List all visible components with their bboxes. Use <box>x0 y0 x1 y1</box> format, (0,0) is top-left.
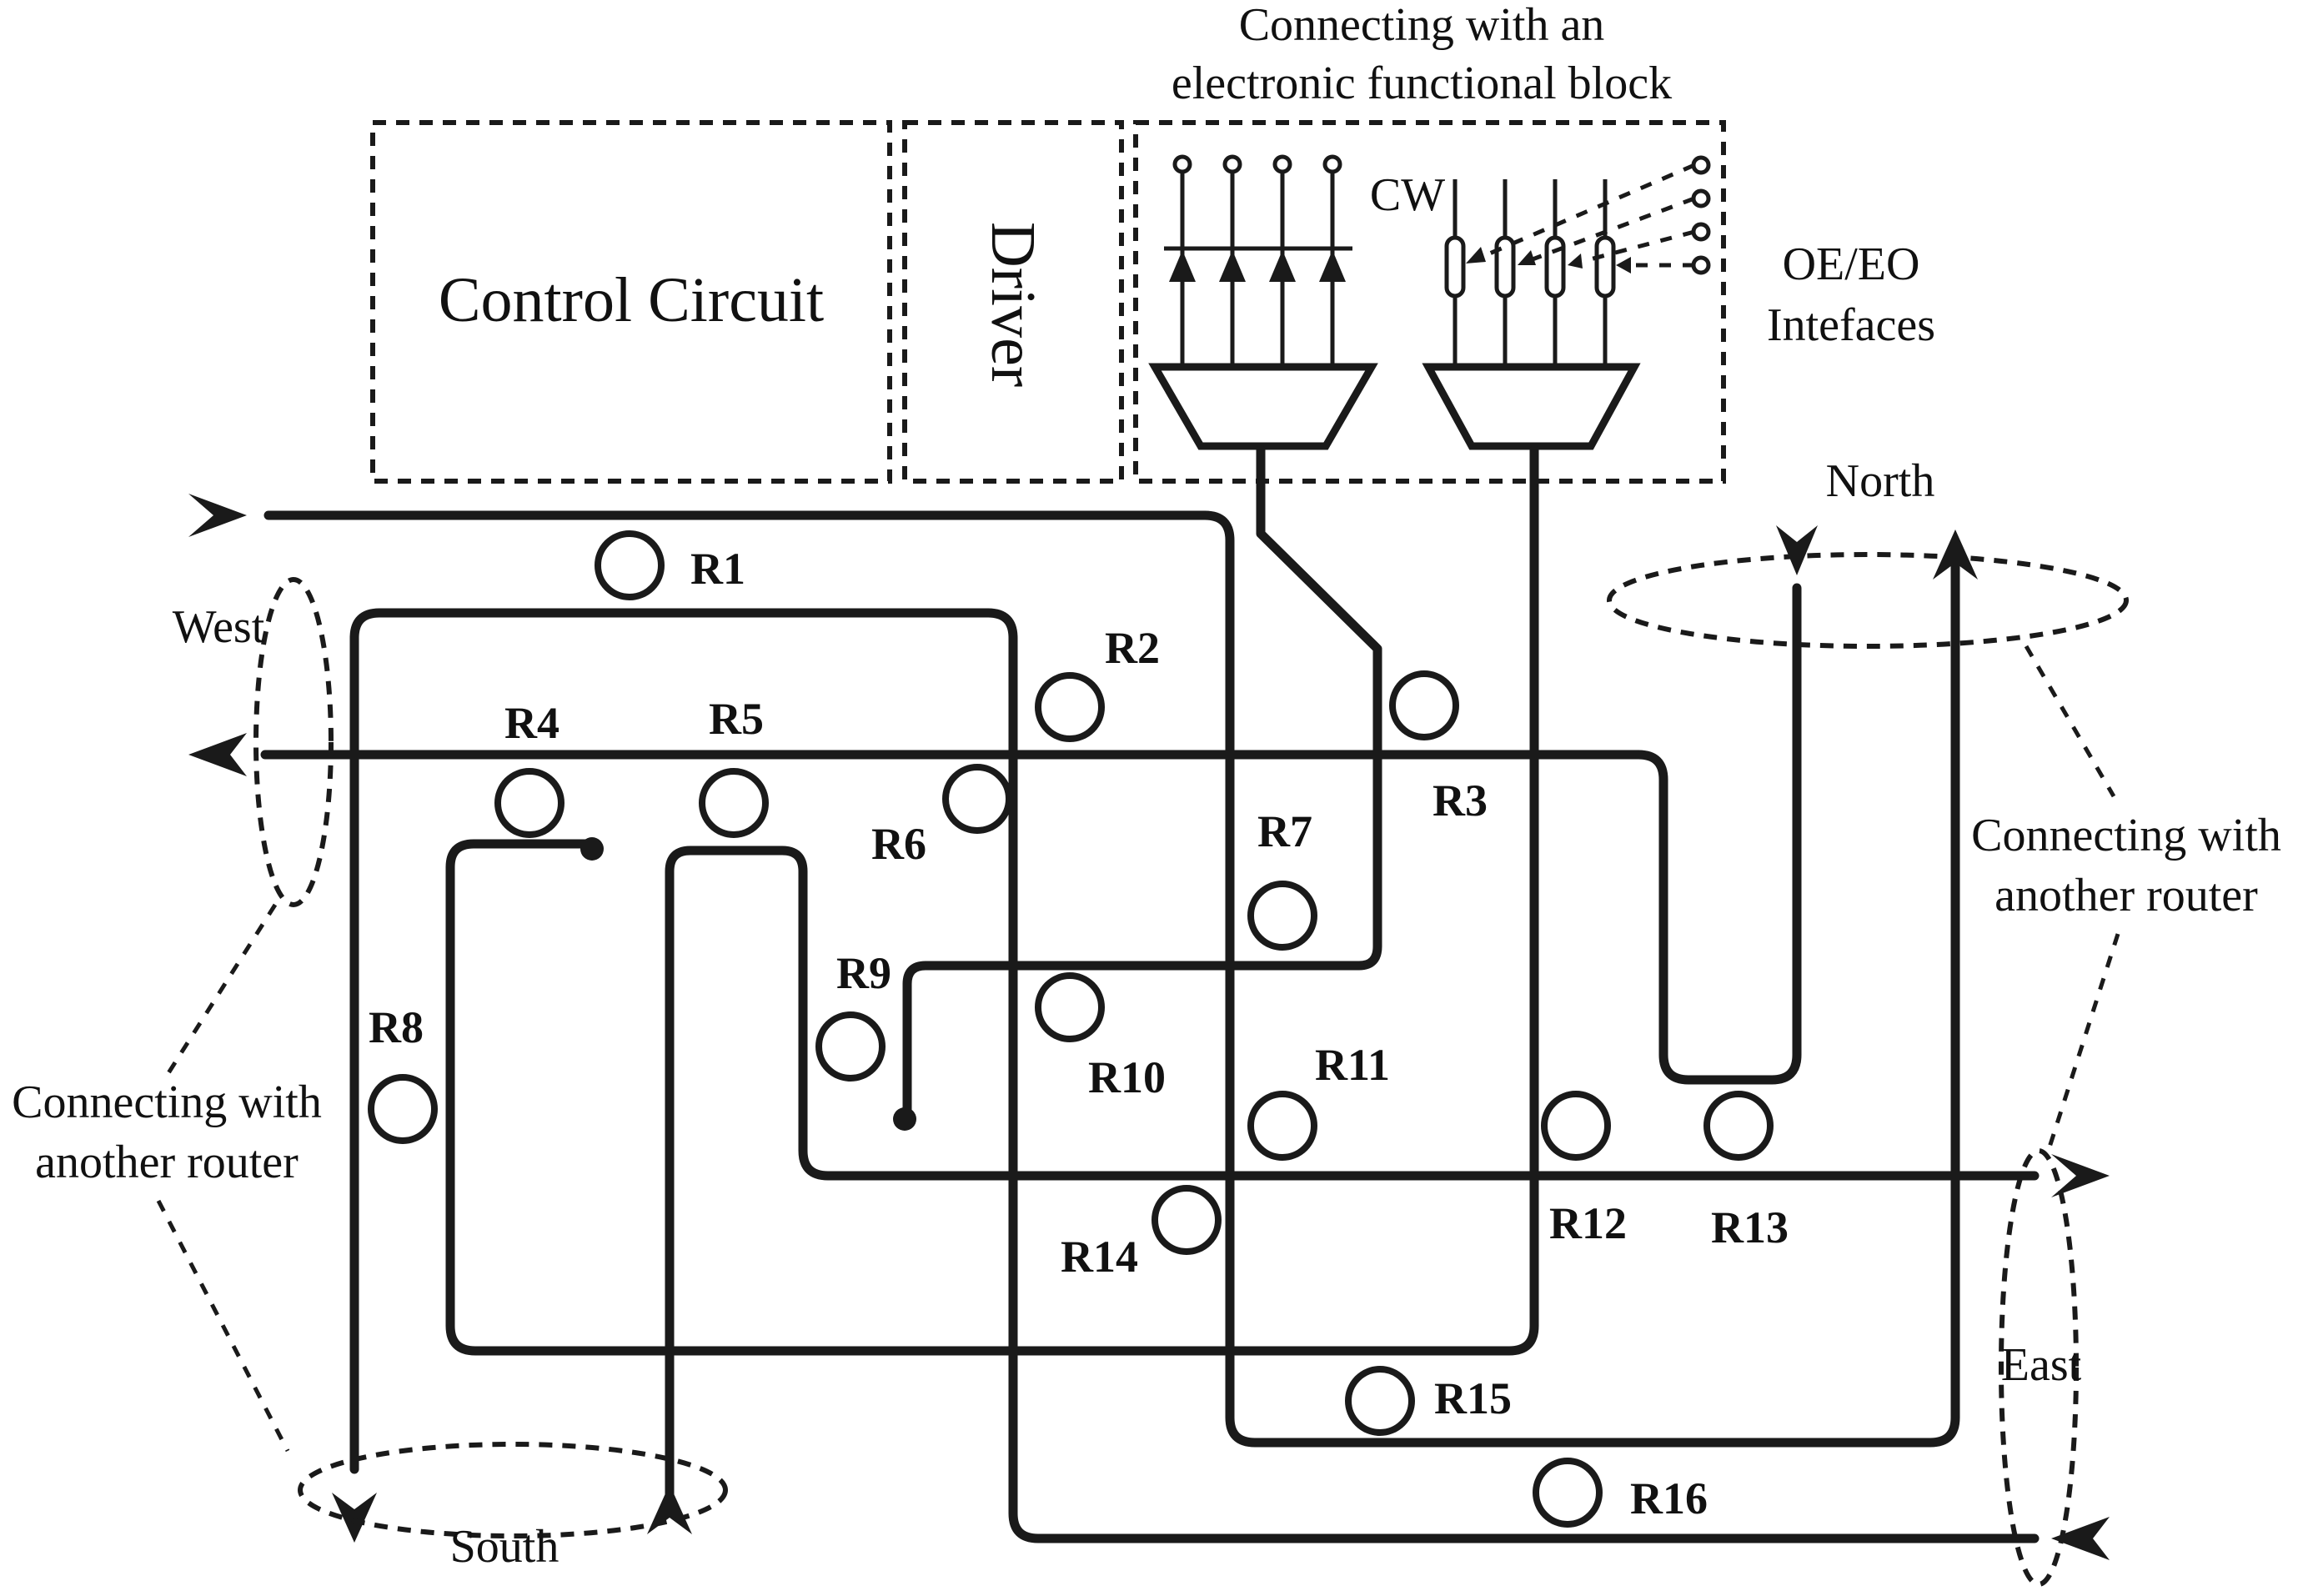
ring-label-r14: R14 <box>1061 1232 1138 1282</box>
ring-label-r15: R15 <box>1434 1373 1512 1423</box>
ring-r2 <box>1035 672 1105 742</box>
ring-label-r11: R11 <box>1315 1040 1390 1090</box>
north-label: North <box>1826 455 1935 507</box>
connector-line-left-top <box>164 903 278 1077</box>
multiplexer <box>1422 363 1641 450</box>
terminator-dot <box>580 837 604 861</box>
photodetector-array <box>1164 154 1352 367</box>
ring-r5 <box>699 768 769 838</box>
ring-r4 <box>494 768 564 838</box>
ring-r8 <box>368 1074 438 1144</box>
control-circuit-label: Control Circuit <box>439 265 824 335</box>
ring-label-r16: R16 <box>1630 1473 1708 1523</box>
ring-label-r8: R8 <box>369 1002 424 1052</box>
east-label: East <box>2001 1339 2082 1391</box>
west-port-ellipse <box>253 577 334 907</box>
ring-r1 <box>595 530 665 600</box>
ring-r12 <box>1541 1091 1611 1161</box>
ring-label-r4: R4 <box>504 698 559 748</box>
west-label: West <box>173 601 265 653</box>
ring-r16 <box>1533 1458 1603 1528</box>
ring-label-r3: R3 <box>1432 775 1488 826</box>
top-caption-line1: Connecting with an <box>1239 0 1605 51</box>
south-port-ellipse <box>298 1442 728 1538</box>
connect-right-line2: another router <box>1994 870 2258 921</box>
ring-r7 <box>1247 881 1317 951</box>
ring-label-r1: R1 <box>690 544 745 594</box>
ring-r9 <box>815 1011 886 1082</box>
oe-eo-interface-block <box>1133 120 1726 484</box>
demultiplexer <box>1148 363 1378 450</box>
modulator-array <box>1444 179 1616 367</box>
oe-eo-label-line1: OE/EO <box>1783 238 1920 290</box>
control-circuit-block <box>370 120 892 484</box>
ring-r10 <box>1035 972 1105 1042</box>
north-port-ellipse <box>1607 552 2129 649</box>
ring-label-r5: R5 <box>709 694 764 744</box>
oe-eo-input-arrows <box>1466 155 1711 275</box>
driver-label: Driver <box>978 222 1048 387</box>
ring-label-r10: R10 <box>1088 1052 1166 1102</box>
ring-label-r12: R12 <box>1549 1198 1627 1248</box>
east-port-ellipse <box>1999 1148 2079 1587</box>
ring-label-r7: R7 <box>1257 806 1312 856</box>
ring-r11 <box>1247 1091 1317 1161</box>
connect-left-line1: Connecting with <box>12 1077 322 1128</box>
connector-line-right-top <box>2024 645 2116 798</box>
connector-line-right-bottom <box>2045 933 2120 1156</box>
ring-r14 <box>1152 1185 1222 1255</box>
south-label: South <box>450 1521 559 1573</box>
waveguides <box>260 445 2040 1543</box>
top-caption-line2: electronic functional block <box>1172 58 1672 109</box>
ring-r6 <box>942 764 1012 834</box>
port-arrows <box>188 494 2110 1560</box>
ring-label-r6: R6 <box>871 819 926 869</box>
ring-label-r9: R9 <box>836 948 891 998</box>
connect-left-line2: another router <box>35 1137 299 1188</box>
oe-eo-label-line2: Intefaces <box>1767 299 1935 351</box>
connect-right-line1: Connecting with <box>1971 810 2281 861</box>
connector-line-left-bottom <box>156 1199 290 1453</box>
microrings <box>368 530 1774 1528</box>
ring-r13 <box>1703 1091 1774 1161</box>
cw-label: CW <box>1370 169 1445 221</box>
ring-r15 <box>1345 1366 1415 1436</box>
terminator-dot <box>893 1107 916 1131</box>
ring-r3 <box>1389 670 1459 740</box>
ring-label-r2: R2 <box>1105 623 1160 673</box>
driver-block <box>902 120 1124 484</box>
ring-label-r13: R13 <box>1711 1202 1789 1252</box>
